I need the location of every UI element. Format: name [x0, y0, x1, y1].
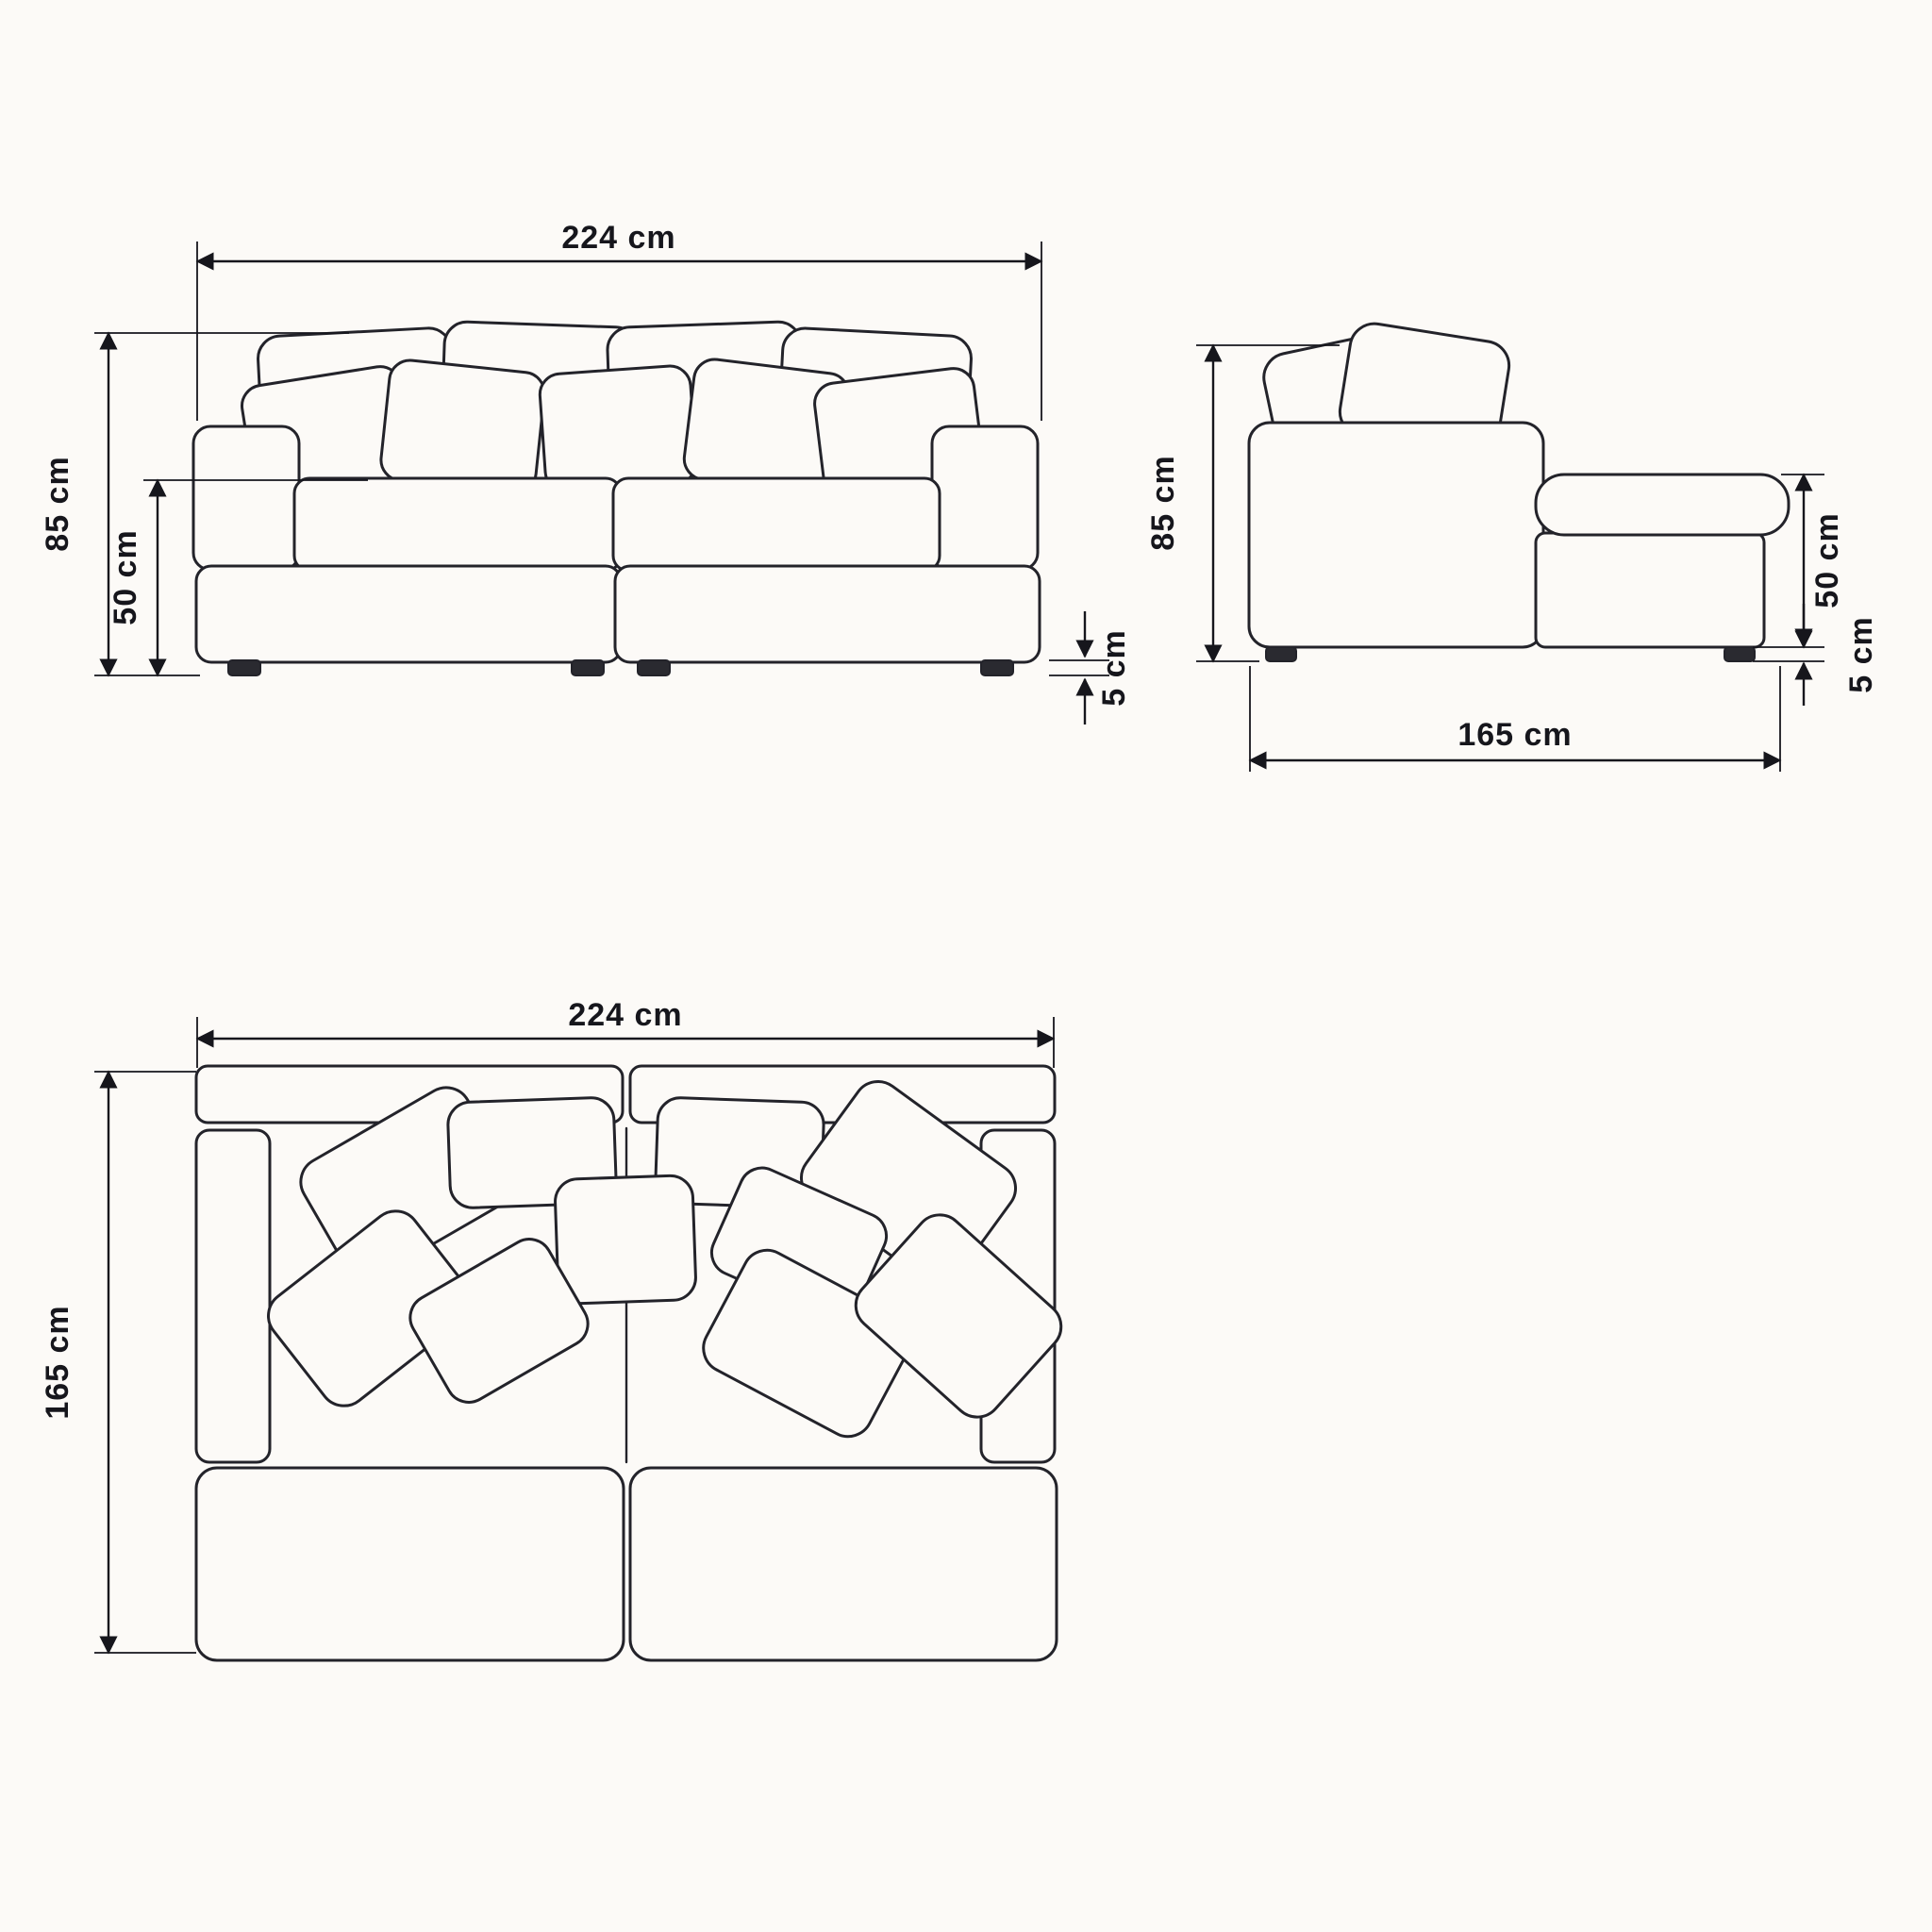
- front-view: 224 cm 85 cm 50 cm 5 cm: [40, 220, 1132, 724]
- seat-cushion: [292, 476, 623, 573]
- sofa-leg: [1724, 646, 1756, 662]
- sofa-arm-left: [192, 425, 301, 572]
- front-width-label: 224 cm: [561, 220, 675, 256]
- seat-module: [628, 1466, 1058, 1662]
- side-seat-height-label: 50 cm: [1809, 512, 1845, 608]
- sofa-base: [613, 564, 1041, 664]
- top-depth-label: 165 cm: [40, 1305, 75, 1419]
- chaise-cushion: [1534, 473, 1790, 537]
- seat-module: [194, 1466, 625, 1662]
- front-height-dimension: 85 cm: [40, 331, 349, 677]
- front-leg-height-label: 5 cm: [1096, 629, 1132, 707]
- side-height-dimension: 85 cm: [1145, 343, 1340, 663]
- sofa-arm-right: [930, 425, 1040, 572]
- scatter-pillow: [554, 1174, 697, 1306]
- scatter-pillow: [408, 1238, 590, 1404]
- sofa-leg: [227, 659, 261, 676]
- scatter-pillow: [267, 1209, 473, 1407]
- front-seat-height-label: 50 cm: [108, 529, 143, 625]
- scatter-pillow: [854, 1213, 1063, 1419]
- side-depth-label: 165 cm: [1457, 717, 1572, 753]
- side-leg-height-dimension: 5 cm: [1753, 604, 1879, 706]
- sofa-leg: [637, 659, 671, 676]
- seat-cushion: [611, 476, 941, 573]
- sofa-leg: [571, 659, 605, 676]
- front-width-dimension: 224 cm: [195, 220, 1043, 421]
- top-depth-dimension: 165 cm: [40, 1070, 196, 1655]
- top-width-label: 224 cm: [568, 997, 682, 1033]
- side-height-label: 85 cm: [1145, 455, 1181, 550]
- chaise-base: [1534, 531, 1766, 649]
- top-view: 224 cm 165 cm: [40, 997, 1063, 1662]
- sofa-side-panel: [1247, 421, 1545, 649]
- front-seat-height-dimension: 50 cm: [108, 478, 368, 677]
- sofa-arm-left: [194, 1128, 272, 1464]
- side-leg-height-label: 5 cm: [1843, 616, 1879, 693]
- scatter-pillow: [379, 358, 546, 494]
- front-leg-height-dimension: 5 cm: [1049, 611, 1132, 724]
- side-seat-height-dimension: 50 cm: [1753, 473, 1845, 649]
- side-depth-dimension: 165 cm: [1248, 666, 1782, 772]
- scatter-pillow: [538, 364, 698, 493]
- top-width-dimension: 224 cm: [195, 997, 1056, 1068]
- sofa-leg: [980, 659, 1014, 676]
- front-height-label: 85 cm: [40, 456, 75, 551]
- sofa-leg: [1265, 646, 1297, 662]
- side-view: 85 cm 50 cm 5 cm 165 cm: [1145, 322, 1879, 772]
- sofa-base: [194, 564, 623, 664]
